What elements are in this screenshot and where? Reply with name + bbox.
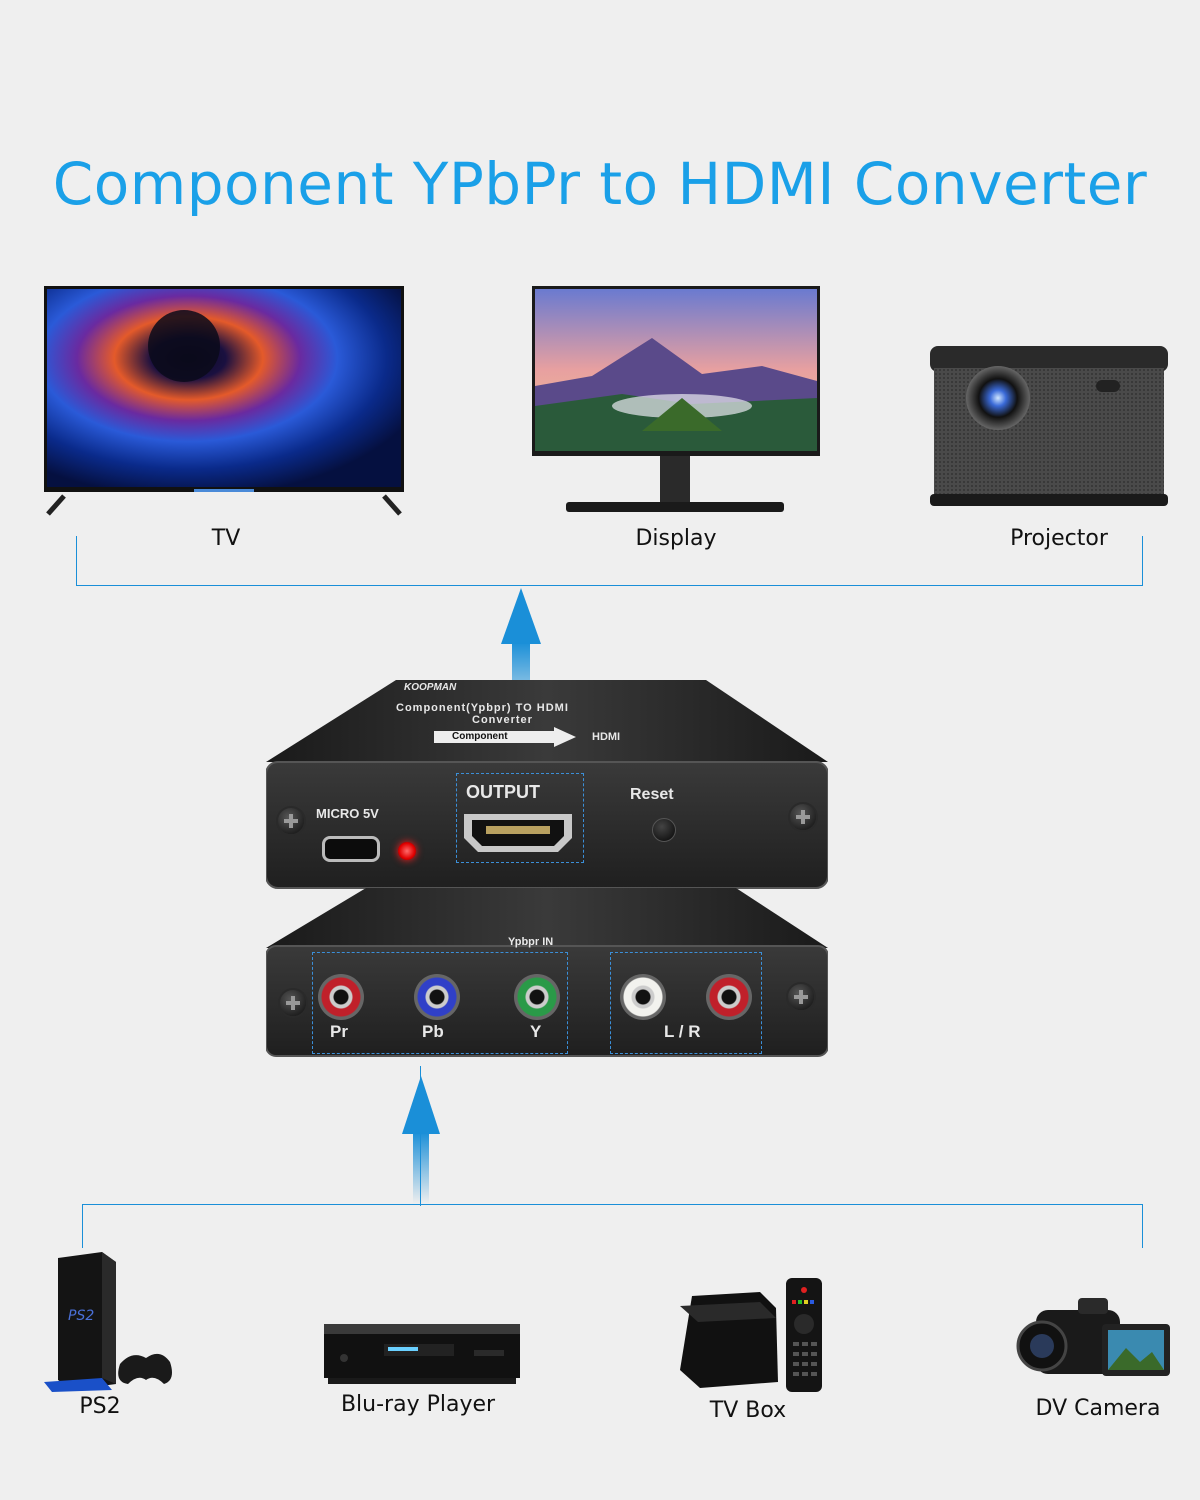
output-bracket-right <box>1142 536 1143 586</box>
pb-port[interactable] <box>414 974 460 1020</box>
ps2-image: PS2 <box>42 1252 172 1392</box>
pr-port[interactable] <box>318 974 364 1020</box>
tv-box-image <box>678 1278 828 1396</box>
y-port[interactable] <box>514 974 560 1020</box>
pb-label: Pb <box>422 1022 444 1041</box>
page-title: Component YPbPr to HDMI Converter <box>52 150 1148 218</box>
ypbpr-in-label: Ypbpr IN <box>508 936 554 948</box>
screw-icon <box>788 802 818 832</box>
output-bracket-left <box>76 536 77 586</box>
input-label-tvbox: TV Box <box>709 1398 787 1423</box>
display-image <box>532 286 820 520</box>
input-bracket-bar <box>82 1204 1143 1205</box>
output-bracket-bar <box>76 585 1143 586</box>
screw-icon <box>786 982 816 1012</box>
input-bracket-right <box>1142 1204 1143 1248</box>
micro-usb-port[interactable] <box>322 836 380 862</box>
projector-image <box>930 340 1168 512</box>
hdmi-output-port[interactable] <box>462 812 574 854</box>
audio-l-port[interactable] <box>620 974 666 1020</box>
brand-logo: KOOPMAN <box>404 682 457 693</box>
output-label-projector: Projector <box>1010 526 1108 551</box>
output-label-tv: TV <box>211 526 241 551</box>
output-label: OUTPUT <box>466 782 540 802</box>
video-ports-highlight <box>312 952 568 1054</box>
y-label: Y <box>530 1022 542 1041</box>
device-top-text: Component(Ypbpr) TO HDMI <box>396 702 569 714</box>
input-bracket-left <box>82 1204 83 1248</box>
input-label-ps2: PS2 <box>79 1394 121 1419</box>
output-label-display: Display <box>635 526 717 551</box>
screw-icon <box>276 806 306 836</box>
device-top-text-2: Converter <box>472 714 533 726</box>
power-led-icon <box>398 842 416 860</box>
tv-image <box>44 286 404 516</box>
lr-label: L / R <box>664 1022 701 1041</box>
direction-to-label: HDMI <box>592 731 621 743</box>
audio-r-port[interactable] <box>706 974 752 1020</box>
svg-text:PS2: PS2 <box>68 1308 94 1324</box>
dv-camera-image <box>1016 1290 1172 1390</box>
reset-label: Reset <box>630 786 674 803</box>
pr-label: Pr <box>330 1022 348 1041</box>
screw-icon <box>278 988 308 1018</box>
output-port-highlight <box>456 773 584 863</box>
direction-from-label: Component <box>452 731 508 742</box>
audio-ports-highlight <box>610 952 762 1054</box>
reset-button[interactable] <box>652 818 676 842</box>
input-arrow-icon <box>398 1076 444 1204</box>
input-label-bluray: Blu-ray Player <box>340 1392 496 1417</box>
micro-5v-label: MICRO 5V <box>316 806 379 821</box>
bluray-player-image <box>324 1324 520 1386</box>
input-label-dvcamera: DV Camera <box>1035 1396 1161 1421</box>
direction-arrow-icon <box>434 727 576 747</box>
